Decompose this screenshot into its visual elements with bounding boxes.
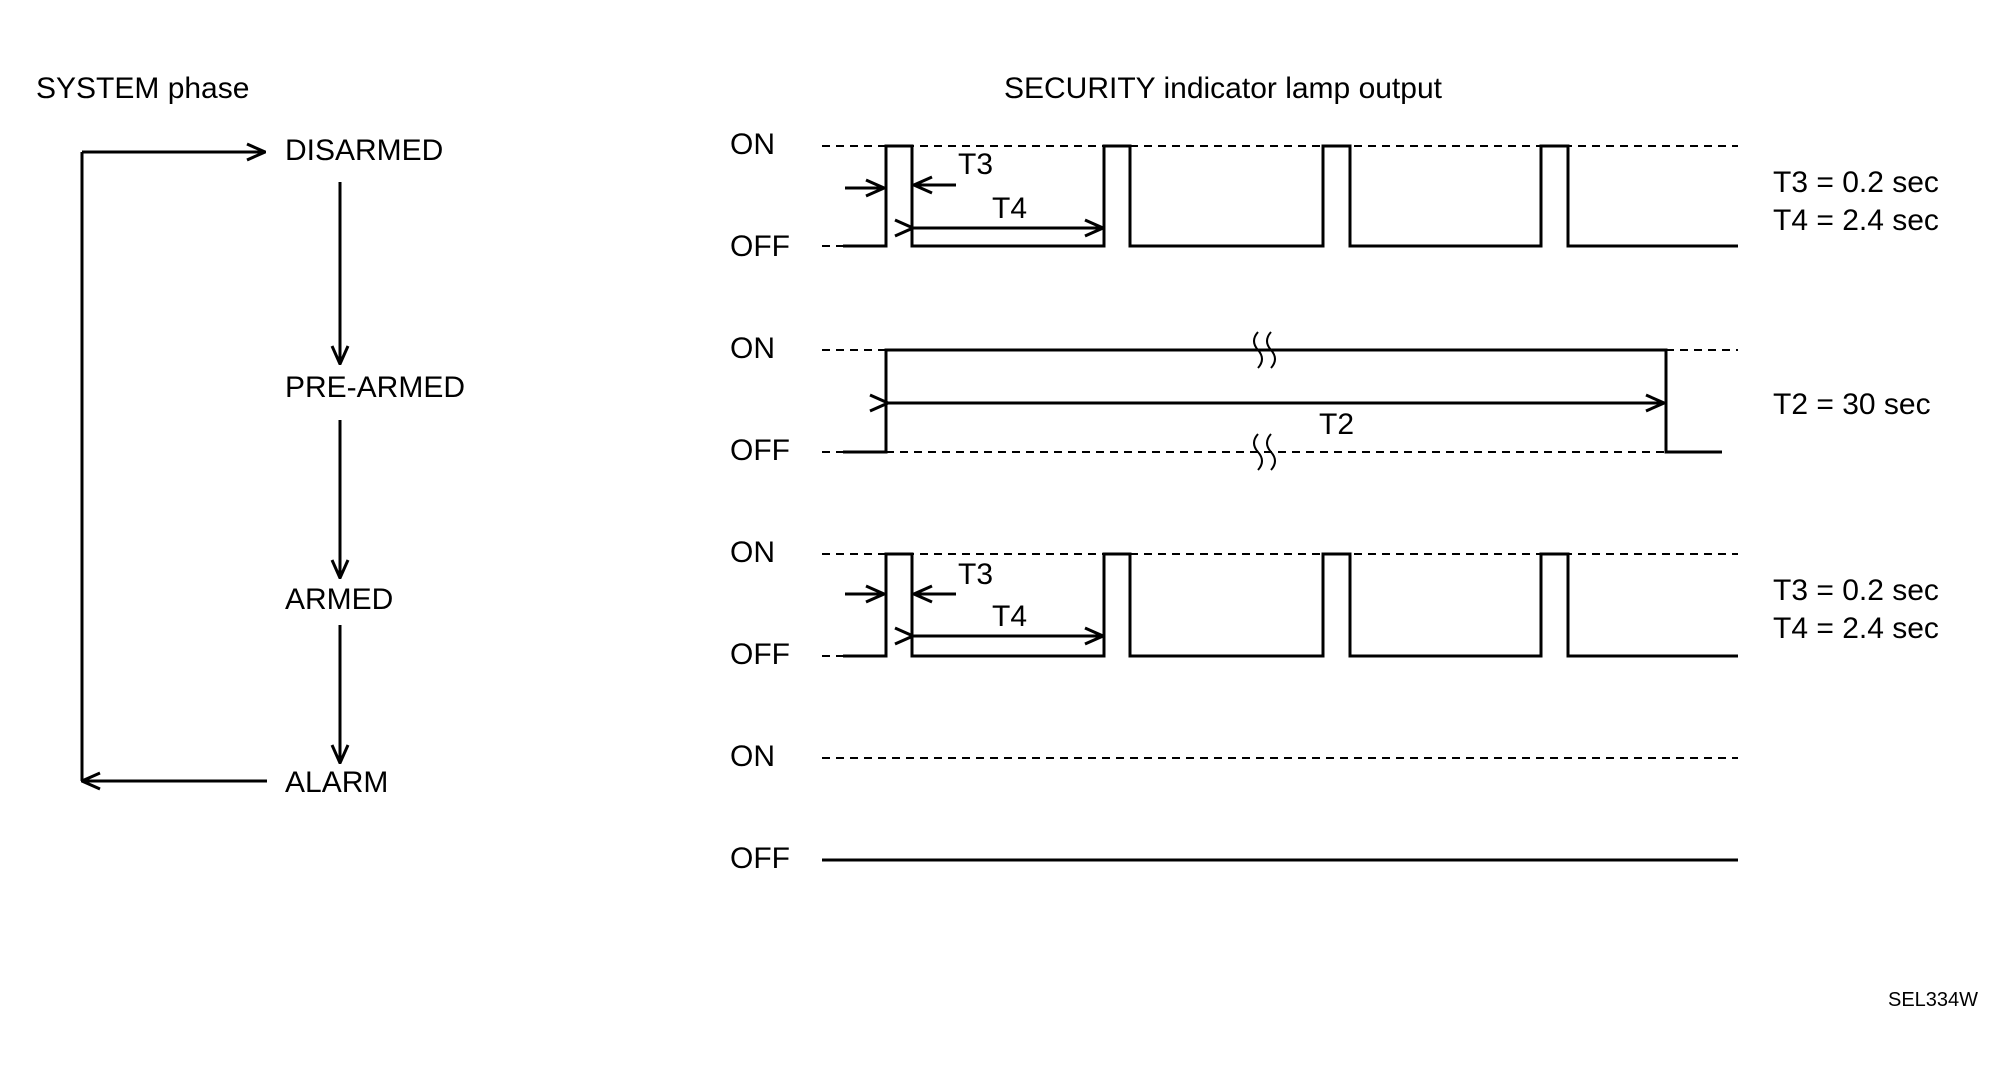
off-label: OFF (730, 434, 790, 467)
t2-label: T2 (1319, 408, 1354, 441)
break-mark-bottom (1253, 433, 1276, 471)
timing-t3: T3 = 0.2 sec (1773, 166, 1939, 199)
lamp-output-title: SECURITY indicator lamp output (1004, 72, 1443, 105)
pulse-waveform (843, 144, 1738, 248)
phase-disarmed: DISARMED (285, 134, 443, 167)
pulse-waveform (843, 552, 1738, 658)
pulse-waveform (843, 348, 1722, 454)
off-label: OFF (730, 230, 790, 263)
figure-code: SEL334W (1888, 989, 1978, 1011)
timing-row-armed: ON OFF T3 T4 T3 = 0.2 sec T4 = 2.4 sec (730, 536, 1939, 671)
off-label: OFF (730, 638, 790, 671)
break-mark-top (1253, 331, 1276, 369)
t3-label: T3 (958, 558, 993, 591)
on-label: ON (730, 536, 775, 569)
timing-t3: T3 = 0.2 sec (1773, 574, 1939, 607)
timing-row-alarm: ON OFF (730, 740, 1738, 875)
phase-flow: DISARMED PRE-ARMED ARMED ALARM (80, 134, 465, 799)
timing-t4: T4 = 2.4 sec (1773, 612, 1939, 645)
phase-alarm: ALARM (285, 766, 388, 799)
t4-label: T4 (992, 600, 1027, 633)
timing-t4: T4 = 2.4 sec (1773, 204, 1939, 237)
timing-row-disarmed: ON OFF T3 T4 T3 = 0.2 sec T4 = 2.4 sec (730, 128, 1939, 263)
system-phase-title: SYSTEM phase (36, 72, 249, 105)
phase-pre-armed: PRE-ARMED (285, 371, 465, 404)
t3-label: T3 (958, 148, 993, 181)
on-label: ON (730, 740, 775, 773)
t4-label: T4 (992, 192, 1027, 225)
timing-row-pre-armed: ON OFF T2 T2 = 30 sec (730, 331, 1931, 471)
on-label: ON (730, 332, 775, 365)
on-label: ON (730, 128, 775, 161)
off-label: OFF (730, 842, 790, 875)
timing-t2: T2 = 30 sec (1773, 388, 1931, 421)
phase-armed: ARMED (285, 583, 393, 616)
